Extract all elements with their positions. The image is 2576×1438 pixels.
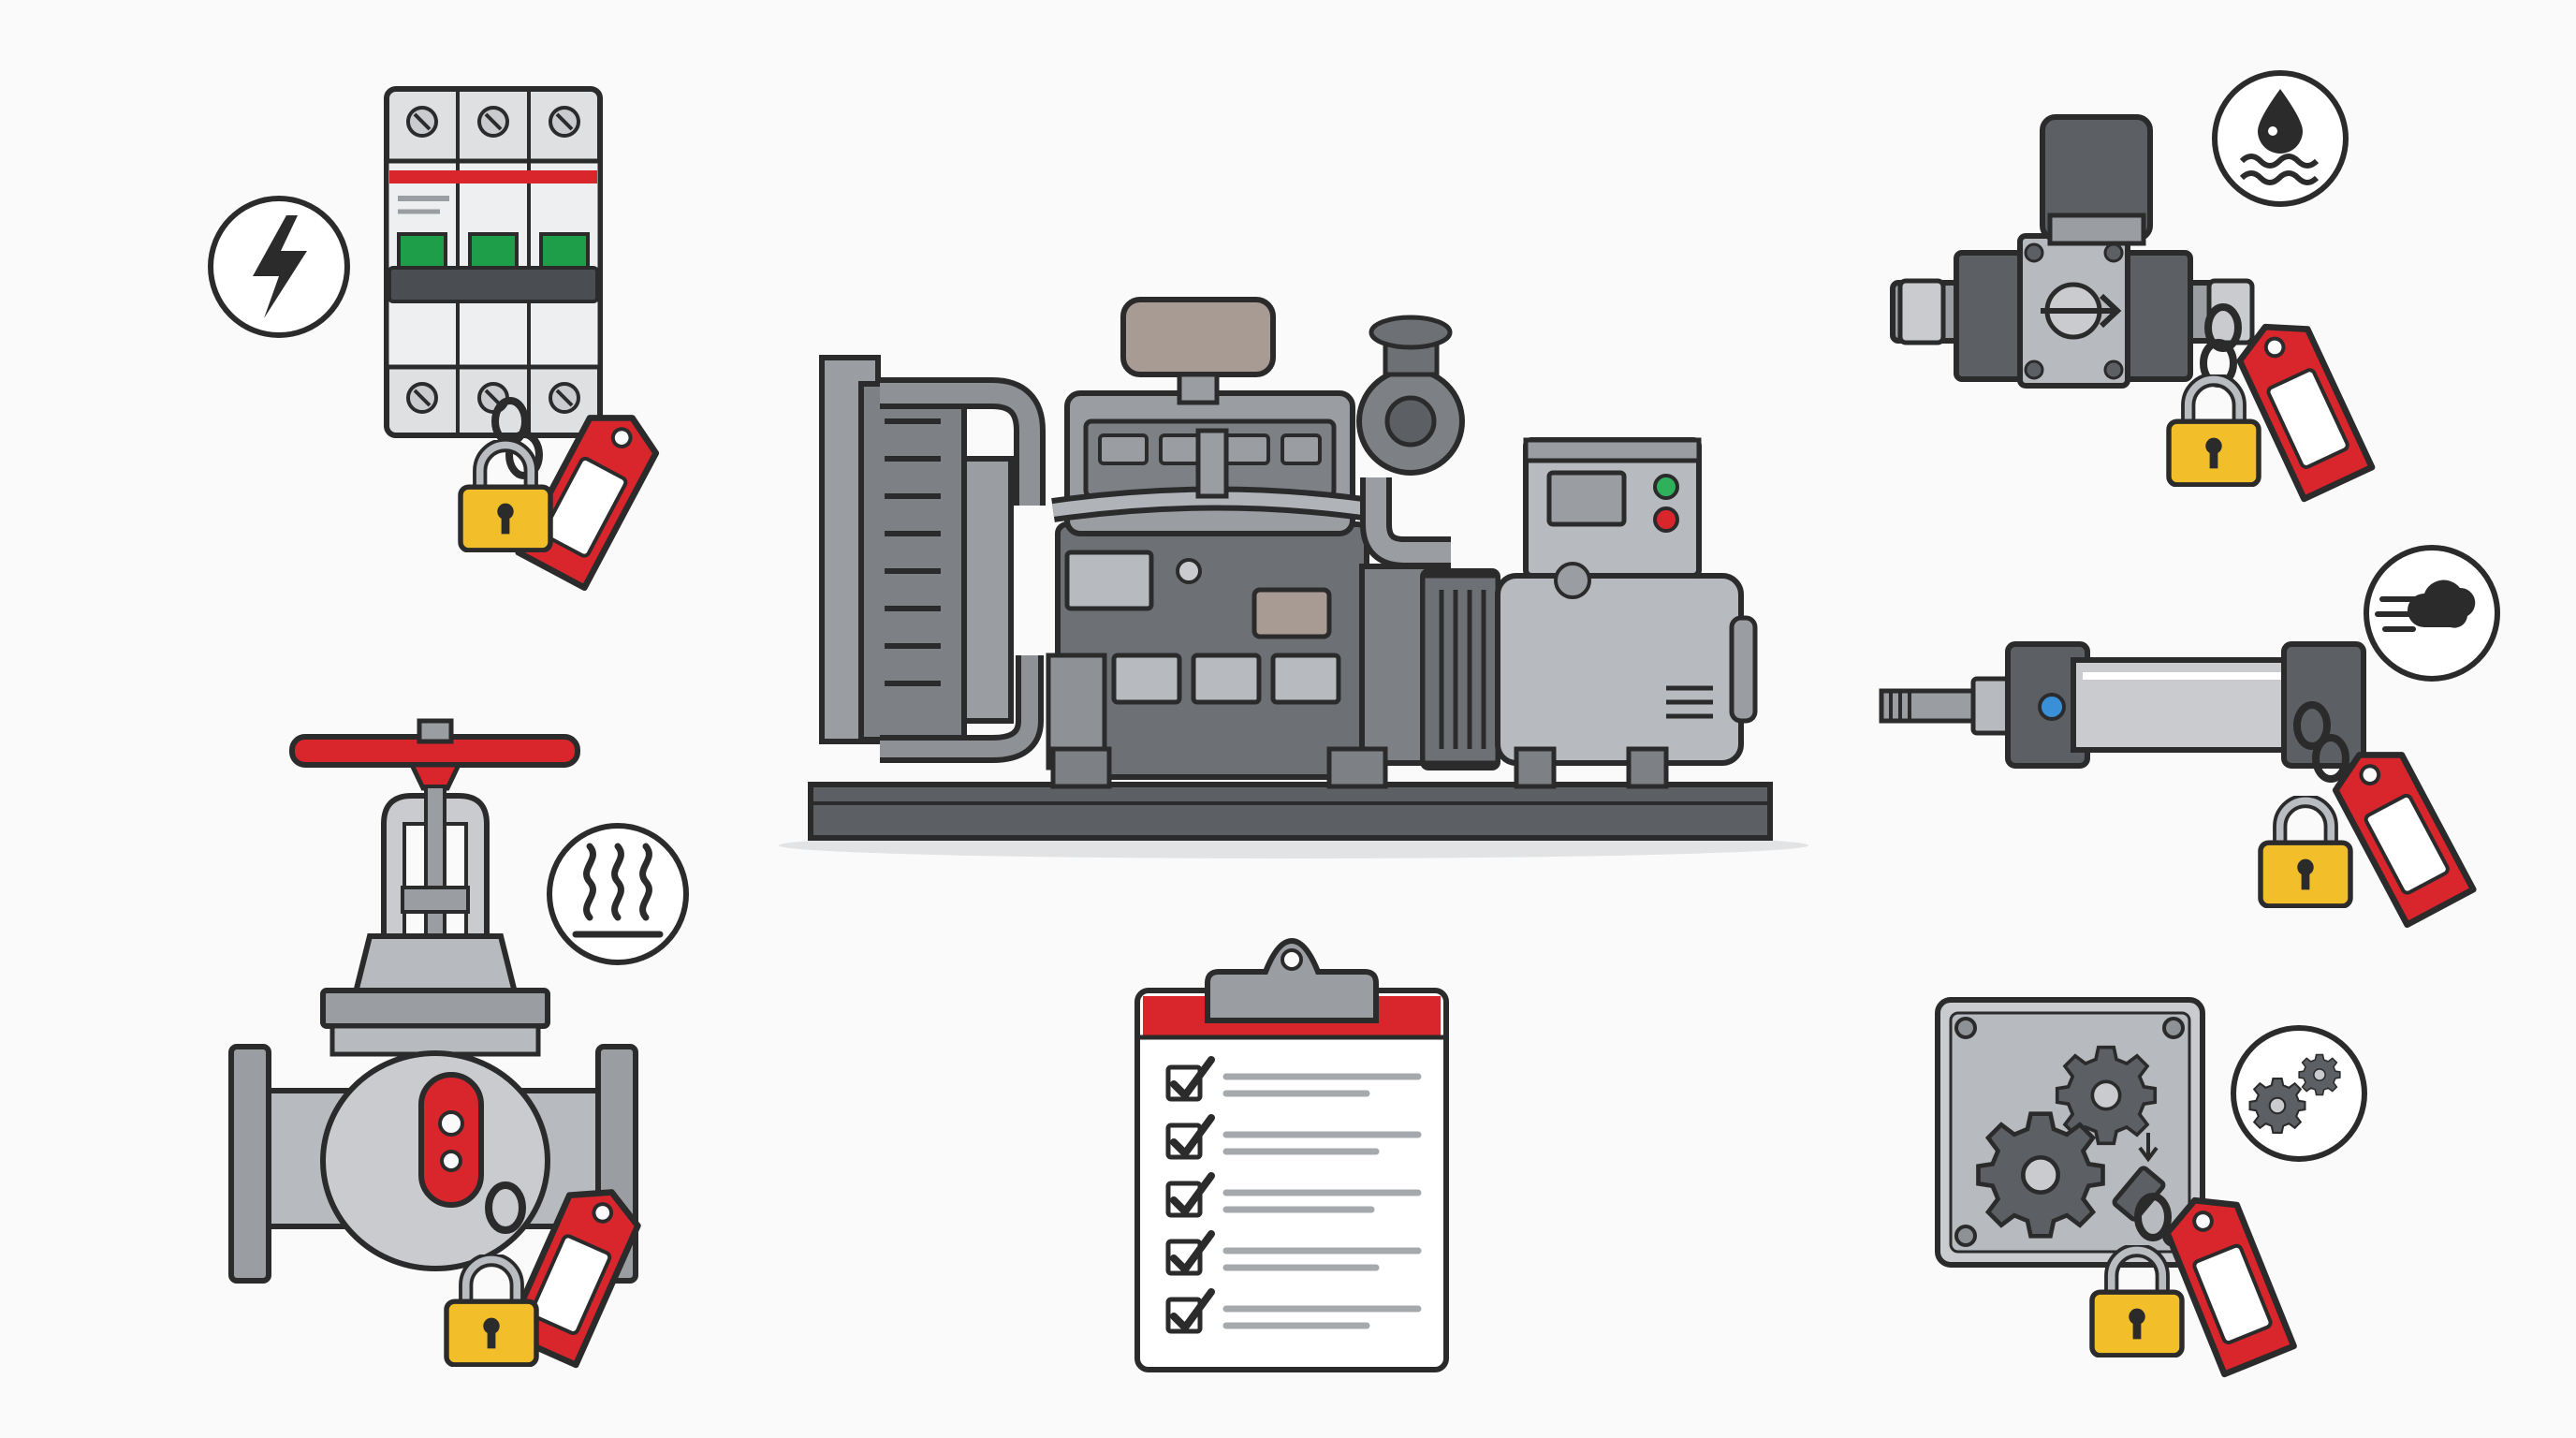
gear-drive-panel [1935,997,2367,1374]
diesel-generator-set [779,297,1808,858]
air-filter [1120,297,1276,377]
port-indicator [2038,693,2066,721]
gear-large [1979,1114,2103,1237]
piston-rod [1879,688,1989,724]
breaker-toggle-switches [388,232,599,303]
steam-gate-valve [228,718,689,1365]
padlock [2261,800,2350,905]
lockout-checklist-clipboard [1134,937,1449,1372]
checklist-items [1165,1056,1422,1334]
lightning-bolt-icon [253,215,307,318]
alternator-housing [1495,573,1744,766]
status-light-red [1653,506,1679,533]
hydraulic-valve [1890,70,2372,499]
breaker-red-stripe [389,170,597,183]
heat-waves-icon [572,843,664,938]
skid-base [808,782,1773,841]
padlock [2169,379,2259,484]
radiator [858,381,967,742]
status-light-green [1653,474,1679,500]
alternator-vents [1420,573,1500,766]
gears-icon [2248,1078,2306,1134]
check-mark-icon [1170,1056,1215,1331]
clipboard-clip [1205,937,1379,1023]
hazard-badge-mechanical [2231,1025,2367,1162]
electrical-breaker-panel [208,86,666,588]
pneumatic-cylinder [1879,545,2500,925]
air-cloud-icon [2375,580,2476,632]
flow-arrow-icon [2041,293,2122,329]
pipe-flange-left [228,1044,271,1284]
padlock [446,1259,536,1364]
valve-hasp [418,1072,484,1208]
fluid-drop-icon [2239,89,2320,185]
